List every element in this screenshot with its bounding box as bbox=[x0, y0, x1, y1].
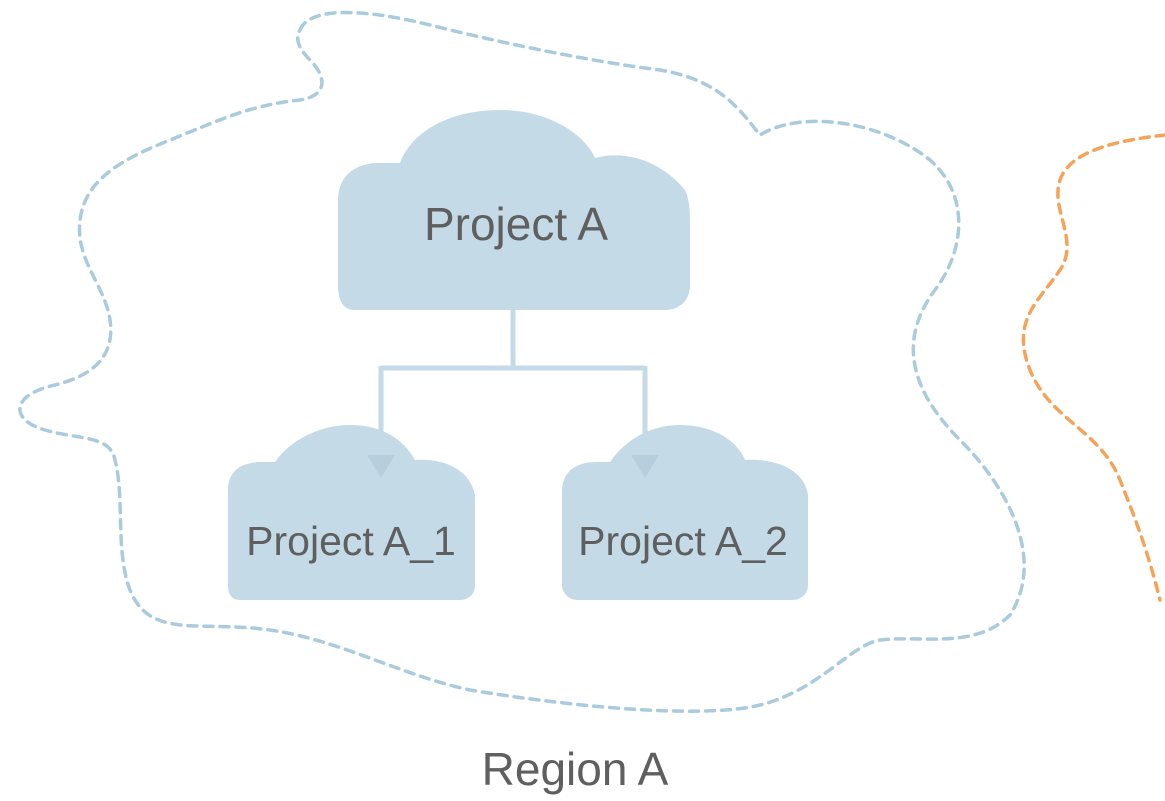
project-a-1-label: Project A_1 bbox=[246, 518, 456, 564]
project-a-label: Project A bbox=[424, 198, 608, 250]
cloud-icon bbox=[338, 110, 690, 310]
arrow-down-icon bbox=[631, 455, 659, 478]
region-b-boundary bbox=[1021, 133, 1165, 602]
project-a-cloud: Project A bbox=[338, 110, 690, 310]
project-a-1-cloud: Project A_1 bbox=[228, 425, 475, 600]
region-a-label: Region A bbox=[482, 743, 669, 795]
project-a-2-label: Project A_2 bbox=[578, 518, 788, 564]
cloud-icon bbox=[228, 425, 475, 600]
arrow-down-icon bbox=[367, 455, 395, 478]
region-a-boundary bbox=[18, 10, 1026, 713]
project-a-2-cloud: Project A_2 bbox=[562, 425, 808, 600]
cloud-icon bbox=[562, 425, 808, 600]
